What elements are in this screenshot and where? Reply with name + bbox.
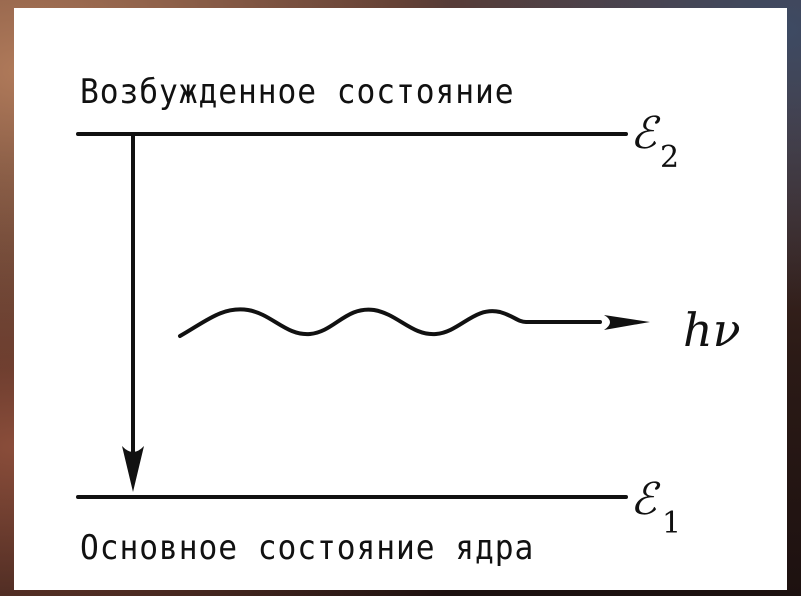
photon-energy-label: hν xyxy=(683,303,741,357)
upper-level-subscript: 2 xyxy=(660,140,680,175)
excited-state-label: Возбужденное состояние xyxy=(80,72,515,112)
lower-level-subscript: 1 xyxy=(662,506,682,541)
transition-arrow-head xyxy=(122,446,144,492)
diagram-panel xyxy=(14,8,787,590)
lower-level-symbol: ℰ xyxy=(630,474,657,525)
photon-wave xyxy=(178,307,602,338)
photon-arrow-head xyxy=(604,315,650,330)
upper-level-symbol: ℰ xyxy=(630,108,657,159)
ground-state-label: Основное состояние ядра xyxy=(80,528,535,568)
